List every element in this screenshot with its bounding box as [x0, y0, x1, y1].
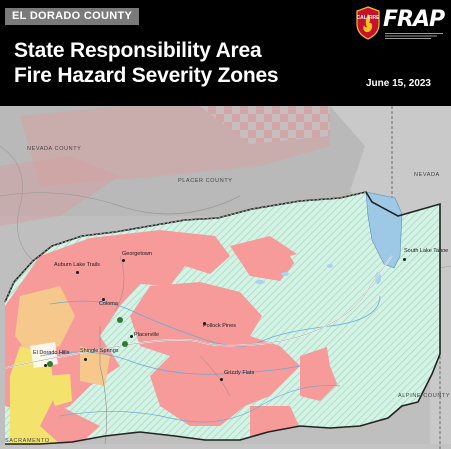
place-label-georgetown: Georgetown: [122, 251, 152, 257]
agency-logos: CAL FIRE FRAP: [355, 6, 445, 42]
calfire-logo-text: CAL FIRE: [357, 15, 381, 21]
place-dot-el-dorado-hills: [44, 364, 47, 367]
map-date: June 15, 2023: [365, 78, 431, 89]
county-zones: [5, 192, 440, 444]
lake-tahoe: [365, 191, 403, 269]
place-label-placerville: Placerville: [134, 332, 160, 338]
region-label-placer-county: PLACER COUNTY: [178, 178, 233, 184]
region-label-nevada-state: NEVADA: [414, 172, 440, 178]
zone-very-high-west: [5, 230, 230, 416]
map-canvas: [0, 106, 451, 449]
place-dot-georgetown: [122, 259, 125, 262]
route-shield: [117, 317, 123, 323]
place-dot-grizzly-flats: [220, 378, 223, 381]
region-label-sacramento: SACRAMENTO: [5, 438, 50, 444]
map-header: EL DORADO COUNTY State Responsibility Ar…: [0, 0, 451, 106]
map-title-line-1: State Responsibility Area: [14, 39, 262, 62]
place-label-south-lake-tahoe: South Lake Tahoe: [404, 248, 449, 254]
county-boundary: [4, 191, 441, 445]
lake: [255, 280, 265, 284]
place-dot-shingle-springs: [84, 358, 87, 361]
map-title-line-2: Fire Hazard Severity Zones: [14, 64, 279, 87]
place-dot-pollock-pines: [203, 322, 206, 325]
region-label-alpine-county: ALPINE COUNTY: [398, 393, 451, 399]
place-dot-coloma: [102, 298, 105, 301]
place-label-shingle-springs: Shingle Springs: [80, 348, 119, 354]
place-label-el-dorado-hills: El Dorado Hills: [33, 350, 70, 356]
region-label-nevada-county: NEVADA COUNTY: [27, 146, 82, 152]
place-label-grizzly-flats: Grizzly Flats: [224, 370, 255, 376]
county-badge: EL DORADO COUNTY: [5, 8, 140, 25]
zone-moderate: [10, 346, 60, 444]
place-dot-south-lake-tahoe: [403, 258, 406, 261]
place-dot-placerville: [130, 335, 133, 338]
place-label-auburn-lake-trails: Auburn Lake Trails: [54, 262, 100, 268]
place-dot-auburn-lake-trails: [76, 271, 79, 274]
calfire-logo: CAL FIRE: [356, 6, 381, 40]
zone-high: [15, 286, 75, 356]
frap-logo: FRAP: [383, 7, 445, 32]
fire-hazard-map: NEVADA COUNTY PLACER COUNTY NEVADA ALPIN…: [0, 106, 451, 449]
zone-very-high-central: [130, 282, 300, 426]
frap-logo-subtitle: [385, 33, 443, 39]
place-label-pollock-pines: Pollock Pines: [203, 323, 237, 329]
place-label-coloma: Coloma: [99, 301, 118, 307]
